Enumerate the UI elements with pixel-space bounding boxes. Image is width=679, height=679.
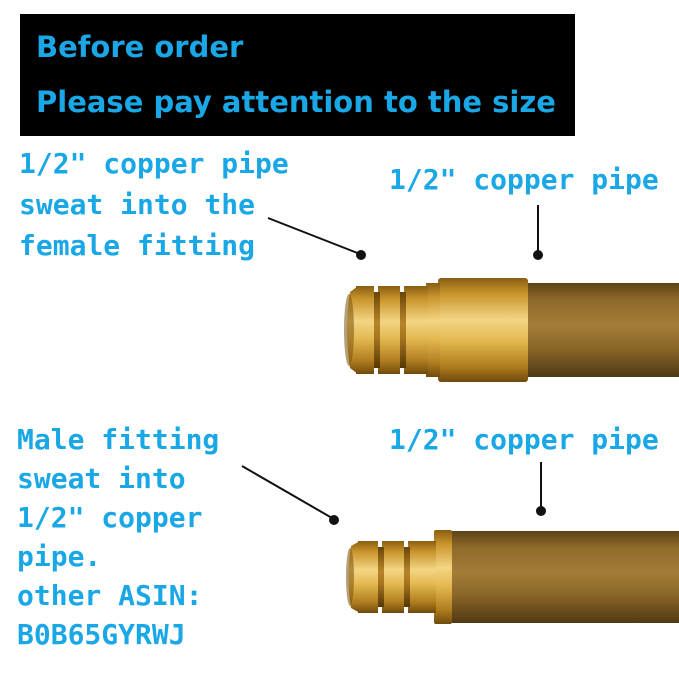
bottom-left-label-line-4: pipe. [17, 540, 102, 573]
bottom-barb-3 [408, 541, 436, 613]
top-groove-1 [372, 292, 380, 368]
top-barb-3 [404, 286, 428, 374]
bottom-barb-2 [382, 541, 404, 613]
bottom-left-label-line-2: sweat into [17, 462, 186, 495]
bottom-left-leader-line [241, 465, 333, 519]
top-barb-opening [344, 294, 354, 366]
bottom-left-label-line-1: Male fitting [17, 423, 220, 456]
top-left-label-line-2: sweat into the [19, 188, 256, 221]
bottom-copper-pipe [450, 531, 679, 623]
bottom-barb-opening [346, 548, 354, 606]
top-right-label: 1/2" copper pipe [389, 163, 659, 196]
bottom-fitting-collar [434, 530, 452, 624]
top-pipe-assembly [344, 278, 679, 382]
notice-banner: Before order Please pay attention to the… [20, 14, 575, 136]
bottom-left-label-line-3: 1/2" copper [17, 501, 203, 534]
leader-lines [241, 205, 546, 525]
bottom-groove-1 [376, 547, 384, 607]
notice-line-size-warning: Please pay attention to the size [36, 85, 556, 119]
top-left-label-line-1: 1/2" copper pipe [19, 147, 289, 180]
top-copper-pipe [520, 283, 679, 377]
bottom-barb-1 [358, 541, 378, 613]
bottom-pipe-assembly [346, 530, 679, 624]
top-barb-1 [356, 286, 374, 374]
bottom-left-leader-dot [329, 515, 339, 525]
top-left-leader-line [267, 217, 361, 255]
top-groove-2 [398, 292, 406, 368]
bottom-right-leader-dot [536, 506, 546, 516]
top-fitting-collar [426, 283, 440, 377]
notice-line-before-order: Before order [36, 30, 244, 64]
bottom-right-label: 1/2" copper pipe [389, 423, 659, 456]
bottom-left-label: Male fitting sweat into 1/2" copper pipe… [17, 426, 219, 660]
top-barb-2 [378, 286, 400, 374]
bottom-left-label-line-6: B0B65GYRWJ [17, 618, 186, 651]
top-left-label: 1/2" copper pipe sweat into the female f… [19, 150, 289, 273]
top-female-socket [438, 278, 528, 382]
bottom-groove-2 [402, 547, 410, 607]
top-left-leader-dot [356, 250, 366, 260]
bottom-left-label-line-5: other ASIN: [17, 579, 203, 612]
top-left-label-line-3: female fitting [19, 229, 256, 262]
top-right-leader-dot [533, 250, 543, 260]
